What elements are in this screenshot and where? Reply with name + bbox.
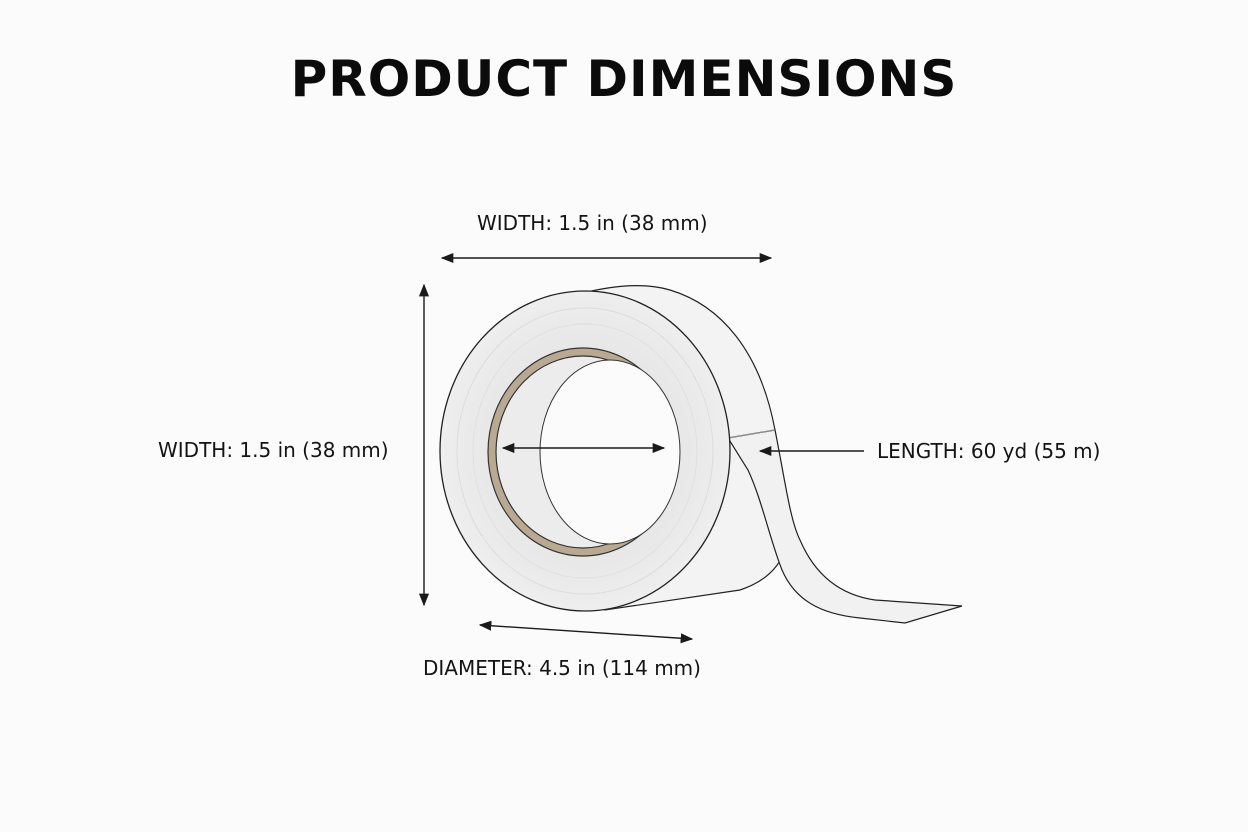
tape-core bbox=[487, 347, 681, 557]
page-title: PRODUCT DIMENSIONS bbox=[290, 50, 958, 108]
diameter-label: DIAMETER: 4.5 in (114 mm) bbox=[423, 656, 701, 680]
diameter-arrow bbox=[478, 620, 694, 644]
top-width-label: WIDTH: 1.5 in (38 mm) bbox=[477, 211, 708, 235]
tape-strip bbox=[727, 429, 963, 624]
length-label: LENGTH: 60 yd (55 m) bbox=[877, 439, 1101, 463]
side-width-label: WIDTH: 1.5 in (38 mm) bbox=[158, 438, 389, 462]
